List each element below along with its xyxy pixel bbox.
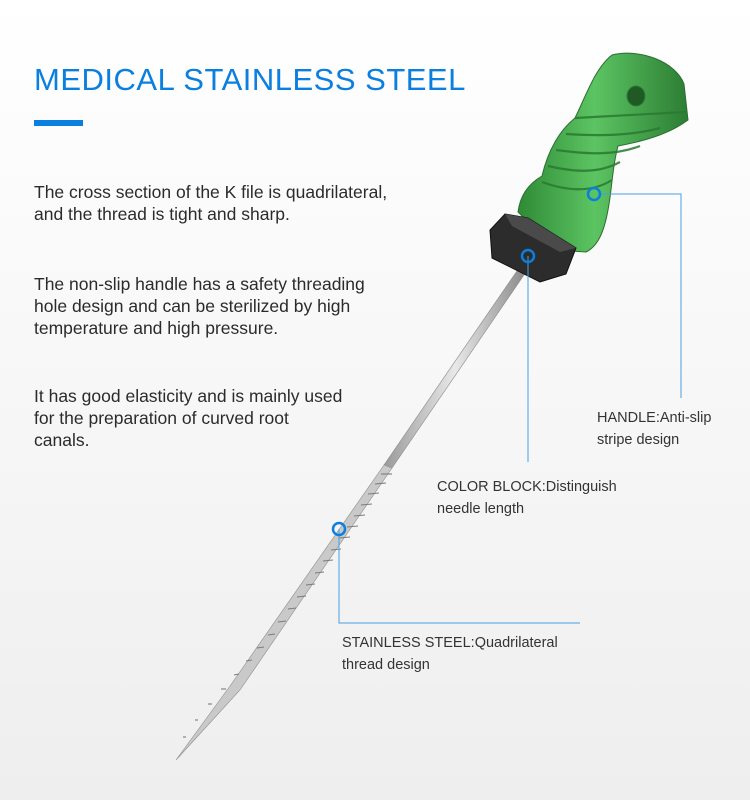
paragraph-line: temperature and high pressure.: [34, 318, 279, 338]
paragraph-line: The cross section of the K file is quadr…: [34, 182, 388, 202]
callout-line: COLOR BLOCK:Distinguish: [437, 479, 617, 495]
handle-stripes: [541, 110, 687, 191]
paragraph-line: The non-slip handle has a safety threadi…: [34, 274, 365, 294]
callout-handle: HANDLE:Anti-slip stripe design: [597, 407, 711, 451]
paragraph-cross-section: The cross section of the K file is quadr…: [34, 181, 464, 225]
paragraph-line: hole design and can be sterilized by hig…: [34, 296, 351, 316]
leader-lines: [338, 193, 682, 624]
threading-hole: [626, 85, 646, 107]
callout-color-block: COLOR BLOCK:Distinguish needle length: [437, 476, 617, 520]
handle-marker: [586, 186, 602, 202]
color-block-stopper: [489, 213, 577, 283]
paragraph-line: and the thread is tight and sharp.: [34, 204, 290, 224]
paragraph-line: It has good elasticity and is mainly use…: [34, 386, 343, 406]
paragraph-handle: The non-slip handle has a safety threadi…: [34, 273, 464, 339]
needle-shaft: [383, 267, 527, 469]
paragraph-elasticity: It has good elasticity and is mainly use…: [34, 385, 464, 451]
handle-leader-line: [600, 193, 682, 398]
paragraph-line: for the preparation of curved root: [34, 408, 289, 428]
callout-line: stripe design: [597, 432, 680, 448]
callout-line: STAINLESS STEEL:Quadrilateral: [342, 635, 558, 651]
steel-marker: [331, 521, 347, 537]
title-underline: [34, 120, 83, 126]
paragraph-line: canals.: [34, 430, 90, 450]
color-block-marker: [520, 248, 536, 264]
callout-line: needle length: [437, 501, 525, 517]
handle: [517, 52, 689, 253]
callout-line: HANDLE:Anti-slip: [597, 410, 712, 426]
callout-stainless-steel: STAINLESS STEEL:Quadrilateral thread des…: [342, 632, 558, 676]
twisted-working-part: [175, 464, 393, 761]
page-title: MEDICAL STAINLESS STEEL: [34, 62, 466, 97]
callout-line: thread design: [342, 657, 430, 673]
steel-leader-line: [338, 529, 580, 624]
